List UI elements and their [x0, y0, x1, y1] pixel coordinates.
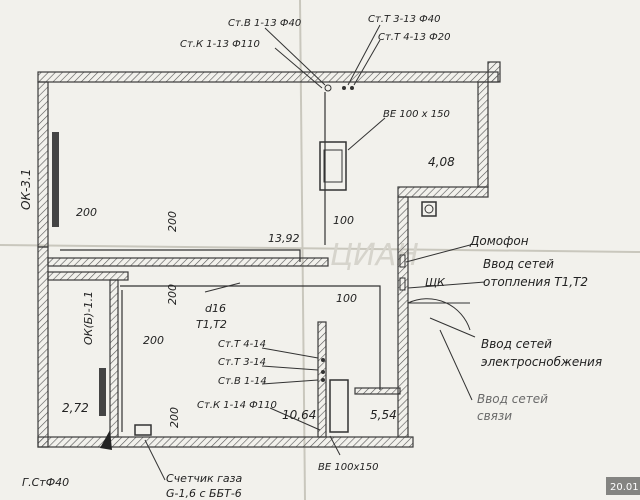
- wall-bath: [354, 387, 401, 395]
- window-ok-3-1: [52, 132, 59, 227]
- pipe-line: [60, 249, 301, 262]
- label-dim-200-a: 200: [76, 206, 97, 219]
- paper-fold-line: [299, 0, 306, 500]
- window-ok-b-1-1: [99, 368, 106, 416]
- wall-bottom: [37, 436, 414, 448]
- wall-right-top-room: [477, 81, 489, 188]
- label-st-t3-13: Ст.Т 3-13 Ф40: [368, 14, 440, 25]
- label-dim-200-b: 200: [166, 211, 179, 232]
- label-electric-line1: Ввод сетей: [481, 337, 552, 351]
- label-ve-top: ВЕ 100 х 150: [383, 109, 450, 120]
- label-gas-riser: Г.СтФ40: [22, 476, 69, 489]
- label-area-1392: 13,92: [268, 232, 300, 245]
- wall-left-lower: [37, 246, 49, 448]
- label-dim-100-a: 100: [333, 214, 354, 227]
- riser-dot: [321, 378, 325, 382]
- pipe-line: [120, 285, 381, 390]
- label-st-t3-14: Ст.Т 3-14: [218, 357, 266, 368]
- photo-timestamp: 20.01: [610, 482, 639, 493]
- label-st-t4-13: Ст.Т 4-13 Ф20: [378, 32, 450, 43]
- label-dim-100-b: 100: [336, 292, 357, 305]
- label-window-ok-b-1-1: ОК(Б)-1.1: [82, 291, 95, 345]
- wall-partition-small: [47, 271, 129, 281]
- label-domofon: Домофон: [469, 234, 529, 248]
- label-dim-200-d: 200: [166, 284, 179, 305]
- label-dim-200-e: 200: [168, 407, 181, 428]
- label-area-1064: 10,64: [282, 408, 316, 422]
- label-st-k1-13: Ст.К 1-13 Ф110: [180, 39, 260, 50]
- label-d16: d16: [205, 302, 226, 315]
- label-st-v1-14: Ст.В 1-14: [218, 376, 267, 387]
- label-area-272: 2,72: [62, 401, 89, 415]
- intercom-box: [399, 254, 406, 268]
- label-heating-line2: отопления Т1,Т2: [483, 275, 588, 289]
- wall-right-lower: [397, 196, 409, 438]
- label-gas-meter-line1: Счетчик газа: [166, 472, 243, 485]
- label-st-v1-13: Ст.В 1-13 Ф40: [228, 18, 301, 29]
- riser-dot: [350, 86, 354, 90]
- wall-left-upper: [37, 81, 49, 248]
- paper-fold-line: [0, 244, 640, 253]
- ventilation-unit-top: [319, 141, 347, 191]
- niche-unit: [421, 201, 437, 217]
- entrance-door-arc: [407, 298, 471, 331]
- label-electric-line2: электроснобжения: [481, 355, 602, 369]
- riser-dot: [321, 370, 325, 374]
- label-comm-line2: связи: [477, 409, 512, 423]
- label-st-t4-14: Ст.Т 4-14: [218, 339, 266, 350]
- label-comm-line1: Ввод сетей: [477, 392, 548, 406]
- label-window-ok-3-1: ОК-3.1: [19, 169, 33, 210]
- label-gas-meter-line2: G-1,6 с ББТ-6: [166, 487, 242, 500]
- wall-top-right-stub: [487, 61, 501, 83]
- label-dim-200-c: 200: [143, 334, 164, 347]
- label-st-k1-14: Ст.К 1-14 Ф110: [197, 400, 277, 411]
- gas-riser-marker: [100, 430, 112, 450]
- electric-panel-box: [399, 277, 406, 291]
- wall-niche-top: [397, 186, 489, 198]
- ventilation-unit-bottom: [329, 379, 349, 433]
- label-shk: ЩК: [425, 276, 446, 289]
- riser-dot: [324, 84, 332, 92]
- label-t1-t2: Т1,Т2: [196, 318, 227, 331]
- label-ve-bottom: ВЕ 100х150: [318, 462, 378, 473]
- riser-dot: [321, 358, 325, 362]
- wall-top: [37, 71, 499, 83]
- label-area-554: 5,54: [370, 408, 397, 422]
- gas-meter: [134, 424, 152, 436]
- wall-partition-horizontal: [47, 257, 329, 267]
- label-heating-line1: Ввод сетей: [483, 257, 554, 271]
- riser-dot: [342, 86, 346, 90]
- wall-partition-vertical: [109, 279, 119, 438]
- label-area-408: 4,08: [428, 155, 455, 169]
